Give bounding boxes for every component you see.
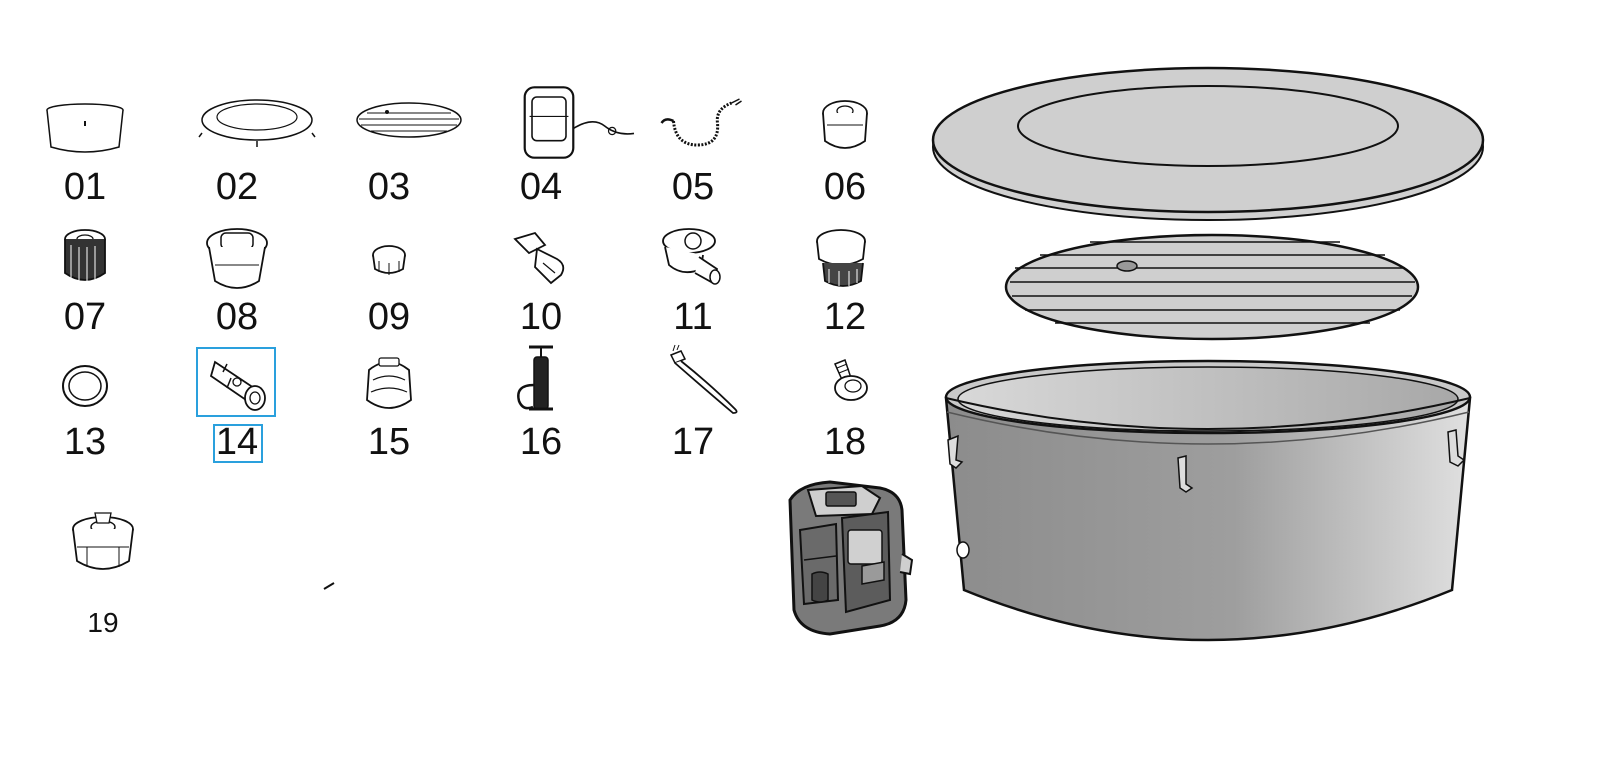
part-01: 01 [20,95,150,215]
part-number: 05 [671,166,715,208]
buckle-clip-icon [513,231,565,285]
part-16: 16 [476,345,606,465]
part-number: 15 [367,421,411,463]
valve-cap-icon [822,100,868,149]
part-19: 19 [38,505,168,638]
part-number: 11 [673,296,713,338]
highlight-box-label [213,424,263,463]
part-02: 02 [172,95,316,215]
stray-mark [323,582,335,590]
part-12: 12 [780,225,910,345]
pump-unit-icon [523,86,635,159]
hand-pump-icon [517,345,553,411]
filter-cartridge-icon [64,229,106,282]
part-number: 02 [215,166,259,208]
part-04: 04 [476,80,635,207]
hose-icon [660,98,742,147]
part-number: 19 [87,607,119,638]
part-number: 09 [367,296,411,338]
part-10: 10 [476,225,606,345]
part-number: 08 [215,296,259,338]
part-number: 07 [63,296,107,338]
part-18: 18 [780,350,910,470]
part-number: 12 [823,296,867,338]
floor-mat-assembly-icon [1004,233,1420,341]
inflation-valve-icon [72,512,134,570]
cover-icon [198,99,316,147]
tub-assembly-icon [944,359,1472,642]
part-number: 10 [519,296,563,338]
highlight-box-part [196,347,276,417]
thumb-screw-icon [833,359,868,401]
part-06: 06 [780,95,910,215]
strainer-cover-icon [366,357,412,409]
part-number: 01 [63,166,107,208]
part-15: 15 [324,350,454,470]
part-17: 17 [628,344,758,465]
part-09: 09 [324,225,454,345]
threaded-connector-icon [816,229,866,287]
part-number: 17 [671,421,715,463]
part-07: 07 [20,225,150,345]
adapter-nozzle-icon [209,360,266,411]
part-number: 03 [367,166,411,208]
part-08: 08 [172,225,302,345]
brush-icon [669,344,738,414]
o-ring-icon [62,365,108,407]
part-14: 14 [172,350,302,470]
connector-fitting-icon [662,228,721,285]
drain-valve-icon [206,228,268,289]
tub-shell-icon [46,103,124,153]
part-number: 06 [823,166,867,208]
part-13: 13 [20,350,150,470]
part-03: 03 [324,95,462,215]
part-number: 16 [519,421,563,463]
part-11: 11 [628,225,758,345]
part-05: 05 [628,95,758,215]
part-number: 14 [215,421,259,463]
part-number: 04 [519,166,563,208]
lid-icon [931,66,1485,221]
floor-mat-icon [356,102,462,138]
cap-icon [372,245,406,275]
pump-heater-unit-icon [788,480,914,636]
part-number: 18 [823,421,867,463]
part-number: 13 [63,421,107,463]
